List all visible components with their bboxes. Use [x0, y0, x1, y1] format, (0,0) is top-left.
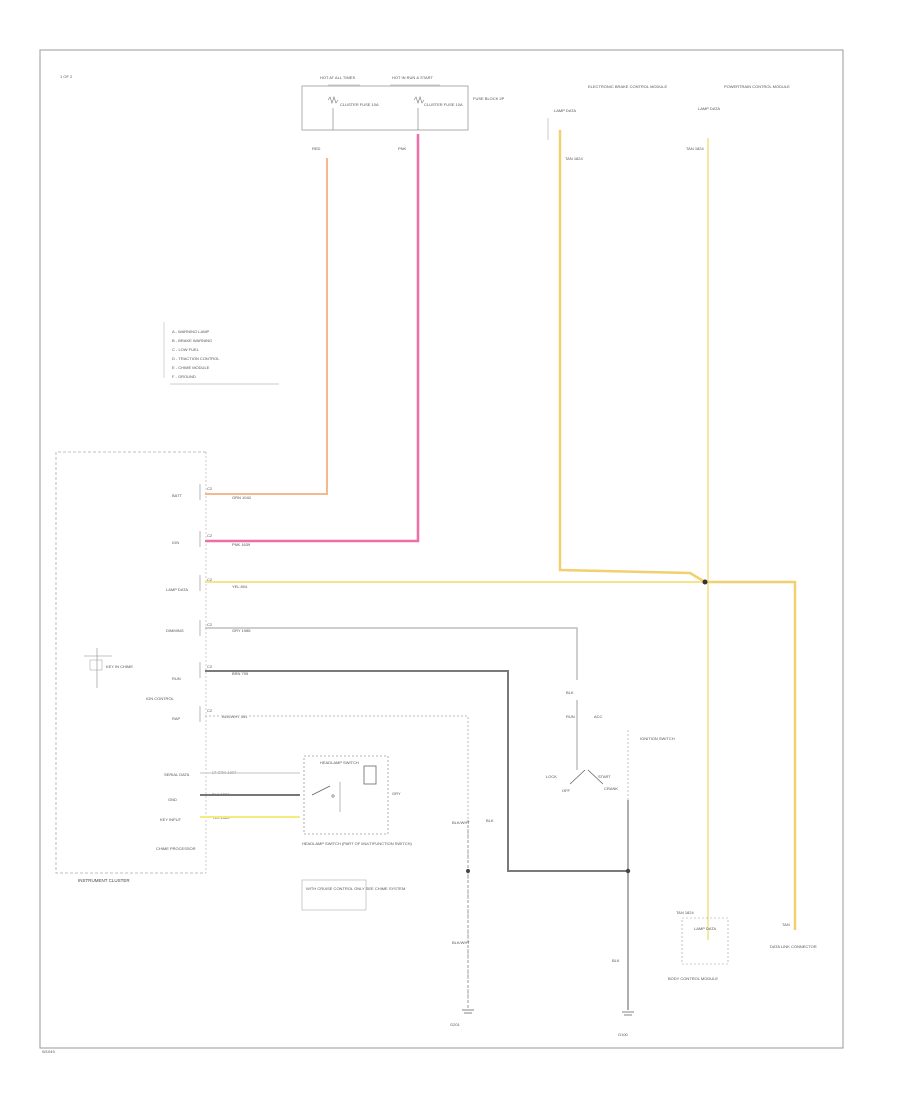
svg-text:CLUSTER FUSE 10A: CLUSTER FUSE 10A [424, 102, 463, 107]
note-box: WITH CRUISE CONTROL ONLY SEE CHIME SYSTE… [301, 879, 405, 911]
svg-text:CLUSTER FUSE 10A: CLUSTER FUSE 10A [340, 102, 379, 107]
svg-text:BLK: BLK [612, 958, 620, 963]
svg-text:LAMP DATA: LAMP DATA [694, 926, 716, 931]
svg-text:HEADLAMP SWITCH: HEADLAMP SWITCH [320, 760, 359, 765]
svg-text:TAN: TAN [782, 922, 790, 927]
module-pcm: POWERTRAIN CONTROL MODULE LAMP DATA TAN … [686, 84, 790, 151]
svg-text:TAN 1824: TAN 1824 [676, 910, 694, 915]
svg-text:BLK/WHT: BLK/WHT [452, 940, 470, 945]
svg-text:OFF: OFF [562, 788, 571, 793]
svg-text:GRY: GRY [392, 791, 401, 796]
svg-text:DIMMING: DIMMING [166, 628, 184, 633]
wire-orange-batt [205, 158, 328, 495]
wire-yellow-dlc [705, 580, 797, 930]
diagram-footer: W1049 [42, 1049, 55, 1054]
svg-text:LOCK: LOCK [546, 774, 557, 779]
svg-text:CHIME PROCESSOR: CHIME PROCESSOR [156, 846, 196, 851]
svg-text:BATT: BATT [172, 493, 182, 498]
svg-text:RUN: RUN [566, 714, 575, 719]
svg-text:C2: C2 [207, 486, 213, 491]
headlamp-switch: HEADLAMP SWITCH HEADLAMP SWITCH (PART OF… [302, 755, 413, 846]
svg-text:START: START [598, 774, 611, 779]
svg-text:HOT IN RUN & START: HOT IN RUN & START [392, 75, 433, 80]
svg-text:BLK/WHT: BLK/WHT [452, 820, 470, 825]
instrument-cluster: INSTRUMENT CLUSTER BATT IGN LAMP DATA DI… [55, 451, 252, 883]
svg-text:PNK: PNK [398, 146, 407, 151]
svg-text:TAN 1824: TAN 1824 [686, 146, 704, 151]
svg-text:INSTRUMENT CLUSTER: INSTRUMENT CLUSTER [78, 878, 130, 883]
svg-text:C - LOW FUEL: C - LOW FUEL [172, 347, 200, 352]
svg-text:B - BRAKE WARNING: B - BRAKE WARNING [172, 338, 212, 343]
splice-g100 [625, 868, 631, 874]
svg-text:C2: C2 [207, 664, 213, 669]
svg-text:ELECTRONIC BRAKE CONTROL MODUL: ELECTRONIC BRAKE CONTROL MODULE [588, 84, 668, 89]
svg-text:LAMP DATA: LAMP DATA [698, 106, 720, 111]
svg-text:BLK/WHT 451: BLK/WHT 451 [222, 714, 248, 719]
wire-pink-ign [205, 134, 420, 543]
svg-text:DATA LINK CONNECTOR: DATA LINK CONNECTOR [770, 944, 817, 949]
svg-text:A - WARNING LAMP: A - WARNING LAMP [172, 329, 210, 334]
svg-text:IGNITION SWITCH: IGNITION SWITCH [640, 736, 675, 741]
svg-text:RED: RED [312, 146, 321, 151]
svg-text:E - CHIME MODULE: E - CHIME MODULE [172, 365, 210, 370]
svg-text:IGN: IGN [172, 540, 179, 545]
splice-g201 [466, 869, 470, 873]
svg-text:POWERTRAIN CONTROL MODULE: POWERTRAIN CONTROL MODULE [724, 84, 790, 89]
svg-text:KEY IN CHIME: KEY IN CHIME [106, 664, 133, 669]
svg-text:SERIAL DATA: SERIAL DATA [164, 772, 190, 777]
svg-text:IGN CONTROL: IGN CONTROL [146, 696, 175, 701]
svg-text:PNK 1639: PNK 1639 [232, 542, 251, 547]
module-dlc: TAN DATA LINK CONNECTOR [770, 922, 817, 949]
svg-text:YEL 804: YEL 804 [232, 584, 248, 589]
svg-text:ORN 1040: ORN 1040 [232, 495, 252, 500]
svg-text:BLK: BLK [566, 690, 574, 695]
svg-text:RAP: RAP [172, 716, 181, 721]
splice-lamp-data [702, 579, 708, 585]
svg-text:GND: GND [168, 797, 177, 802]
diagram-frame [39, 49, 844, 1049]
svg-text:G100: G100 [618, 1032, 629, 1037]
svg-text:BLK: BLK [486, 818, 494, 823]
svg-text:BRN 795: BRN 795 [232, 671, 249, 676]
svg-text:G201: G201 [450, 1022, 461, 1027]
svg-text:HOT AT ALL TIMES: HOT AT ALL TIMES [320, 75, 355, 80]
svg-text:LAMP DATA: LAMP DATA [554, 108, 576, 113]
svg-text:F - GROUND: F - GROUND [172, 374, 196, 379]
fuse-block: HOT AT ALL TIMES HOT IN RUN & START CLUS… [301, 75, 505, 151]
svg-text:TAN 1824: TAN 1824 [565, 156, 583, 161]
ground-symbol-g100 [622, 1011, 634, 1016]
svg-text:CRANK: CRANK [604, 786, 618, 791]
module-ebcm: ELECTRONIC BRAKE CONTROL MODULE LAMP DAT… [547, 84, 668, 161]
svg-text:C2: C2 [207, 577, 213, 582]
svg-text:WITH CRUISE CONTROL ONLY SEE C: WITH CRUISE CONTROL ONLY SEE CHIME SYSTE… [306, 886, 405, 891]
svg-text:ACC: ACC [594, 714, 603, 719]
svg-text:D - TRACTION CONTROL: D - TRACTION CONTROL [172, 356, 220, 361]
wire-yellow-ebcm [558, 130, 706, 584]
svg-text:HEADLAMP SWITCH (PART OF MULTI: HEADLAMP SWITCH (PART OF MULTIFUNCTION S… [302, 841, 413, 846]
ground-symbol-g201 [462, 1009, 474, 1014]
svg-text:KEY INPUT: KEY INPUT [160, 817, 182, 822]
svg-text:C2: C2 [207, 533, 213, 538]
ignition-switch: BLK RUN ACC LOCK OFF START CRANK IGNITIO… [546, 690, 675, 800]
svg-text:C2: C2 [207, 708, 213, 713]
svg-text:FUSE BLOCK I/P: FUSE BLOCK I/P [473, 96, 505, 101]
module-bcm: TAN 1824 LAMP DATA BODY CONTROL MODULE [668, 910, 729, 981]
svg-text:GRY 1985: GRY 1985 [232, 628, 251, 633]
wire-darkgray-run [205, 670, 628, 872]
diagram-header: 1 OF 2 [60, 74, 73, 79]
svg-text:C2: C2 [207, 622, 213, 627]
wire-gray-dimming [205, 627, 578, 680]
svg-text:BODY CONTROL MODULE: BODY CONTROL MODULE [668, 976, 718, 981]
svg-text:RUN: RUN [172, 676, 181, 681]
svg-text:LAMP DATA: LAMP DATA [166, 587, 188, 592]
legend: A - WARNING LAMP B - BRAKE WARNING C - L… [163, 322, 279, 385]
